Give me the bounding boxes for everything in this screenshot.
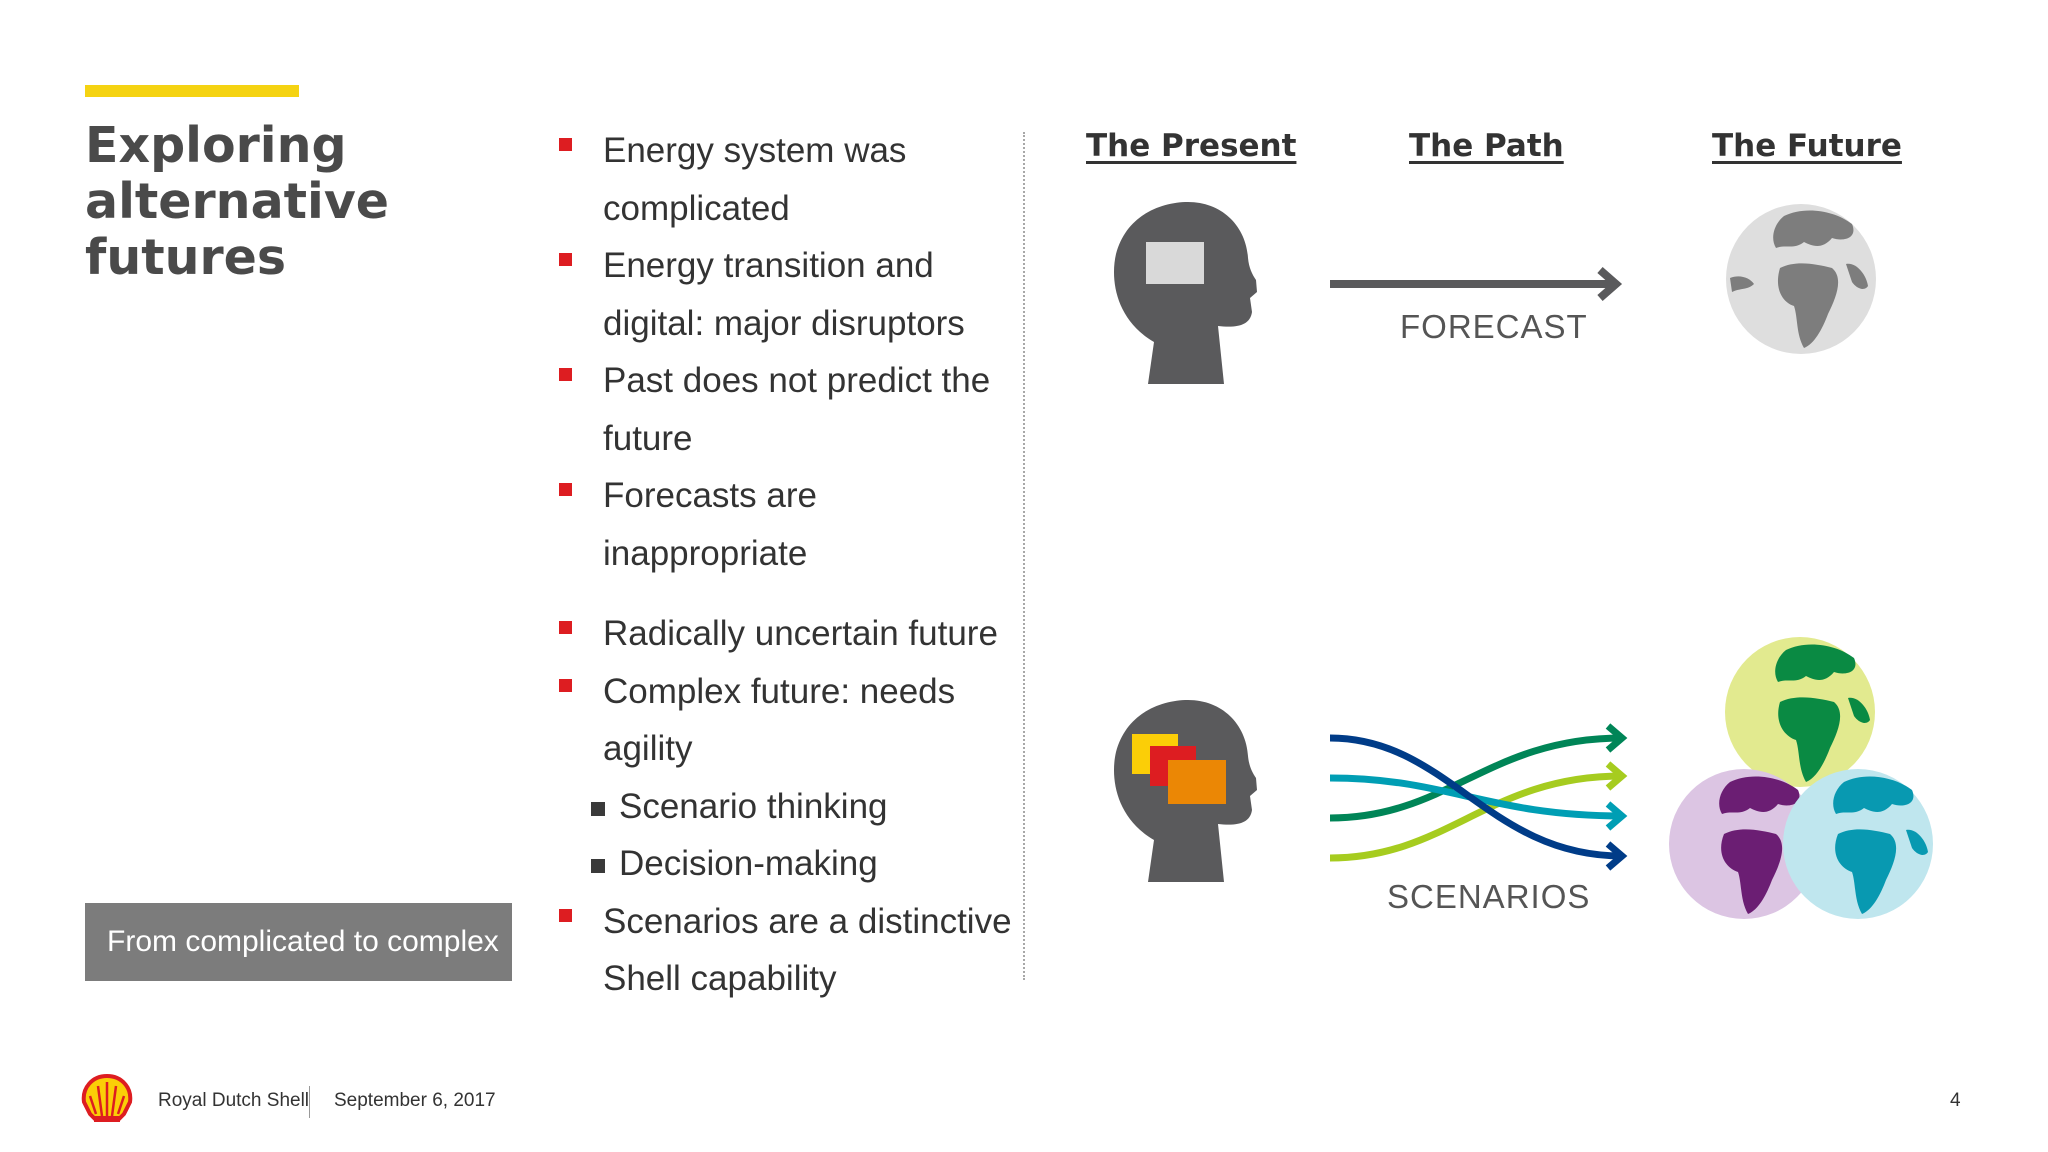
bullet-item: Past does not predict the future bbox=[556, 352, 1026, 467]
bullet-item: Energy system was complicated bbox=[556, 122, 1026, 237]
bullet-item: Radically uncertain future bbox=[556, 605, 1026, 663]
forecast-label: FORECAST bbox=[1400, 308, 1588, 345]
heading-the-future: The Future bbox=[1712, 128, 1902, 164]
bullet-list-top: Energy system was complicated Energy tra… bbox=[556, 122, 1026, 582]
globe-green-icon bbox=[1725, 637, 1875, 787]
accent-bar bbox=[85, 85, 299, 97]
tagline-text: From complicated to complex bbox=[107, 925, 499, 958]
bullet-list-bottom: Radically uncertain future Complex futur… bbox=[556, 605, 1026, 1008]
head-multiple-ideas-icon bbox=[1113, 700, 1257, 882]
globes-scenarios-icon bbox=[1669, 637, 1933, 919]
shell-logo-icon bbox=[81, 1074, 133, 1122]
forecast-arrow-icon bbox=[1330, 266, 1623, 302]
globe-teal-icon bbox=[1783, 769, 1933, 919]
page-number: 4 bbox=[1950, 1090, 1961, 1111]
globe-purple-icon bbox=[1669, 769, 1819, 919]
bullet-item: Scenarios are a distinctive Shell capabi… bbox=[556, 893, 1026, 1008]
footer-separator bbox=[309, 1086, 310, 1118]
bullet-item: Forecasts are inappropriate bbox=[556, 467, 1026, 582]
slide-title: Exploring alternative futures bbox=[85, 117, 390, 286]
tagline-box: From complicated to complex bbox=[85, 903, 512, 981]
head-single-idea-icon bbox=[1113, 202, 1257, 384]
footer-date: September 6, 2017 bbox=[334, 1090, 496, 1111]
sub-bullet-item: Decision-making bbox=[556, 835, 1026, 893]
bullet-item: Complex future: needs agility bbox=[556, 663, 1026, 778]
heading-the-path: The Path bbox=[1409, 128, 1564, 164]
sub-bullet-item: Scenario thinking bbox=[556, 778, 1026, 836]
bullet-item: Energy transition and digital: major dis… bbox=[556, 237, 1026, 352]
heading-the-present: The Present bbox=[1086, 128, 1297, 164]
footer-company: Royal Dutch Shell bbox=[158, 1090, 310, 1111]
globe-gray-icon bbox=[1726, 204, 1876, 354]
scenario-arrows-icon bbox=[1329, 723, 1628, 871]
scenarios-label: SCENARIOS bbox=[1387, 878, 1591, 915]
column-divider bbox=[1023, 132, 1025, 980]
